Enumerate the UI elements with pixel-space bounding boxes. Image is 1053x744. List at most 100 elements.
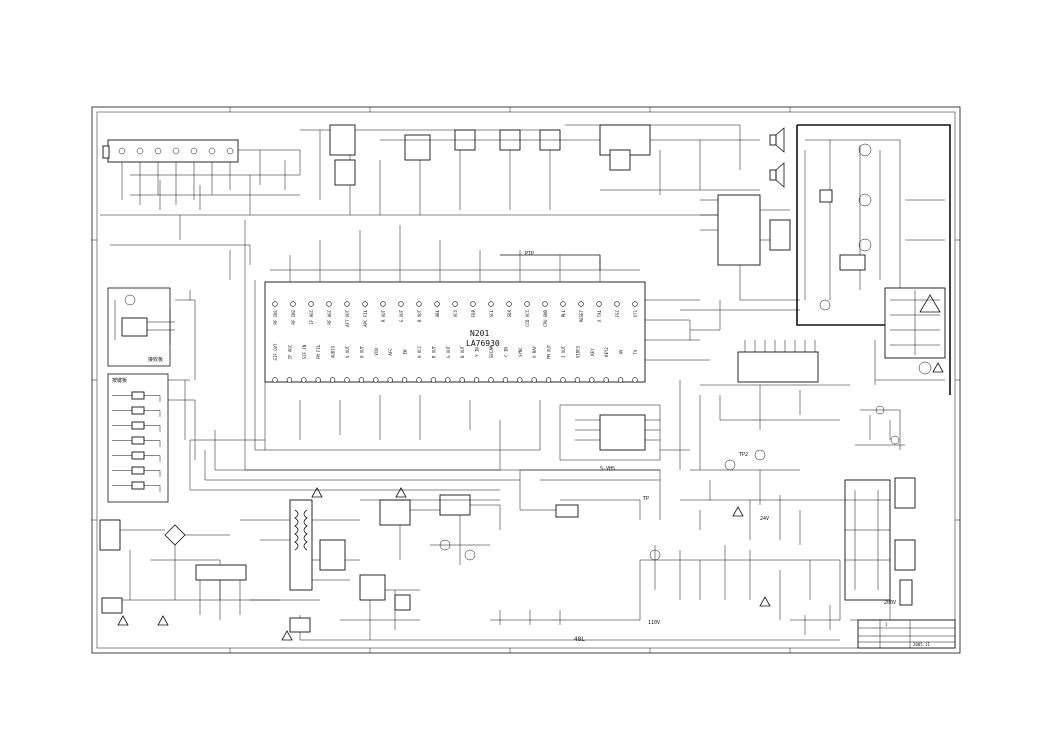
speaker-icon	[769, 127, 785, 188]
ic-pin-label: B OUT	[460, 345, 465, 358]
ic-pin-label: H OUT	[359, 345, 364, 358]
ic-pin-label: B OUT	[417, 309, 422, 322]
label-key-board: 按键板	[112, 377, 127, 384]
ic-pin	[560, 377, 566, 383]
ic-pin-label: C IN	[503, 347, 508, 357]
ic-pin	[362, 301, 368, 307]
ic-pin-label: IF AGC	[287, 344, 292, 359]
ic-pin-label: PLL	[561, 309, 566, 317]
title-block: 1 2005.11	[857, 619, 956, 649]
ic-pin	[387, 377, 393, 383]
ic-ref: N201	[470, 329, 489, 338]
ic-pin-label: Y IN	[475, 347, 480, 357]
receiver-board	[107, 287, 175, 367]
ic-pin	[574, 377, 581, 383]
ic-pin	[596, 301, 602, 307]
ic-pin	[632, 377, 638, 383]
warning-icon	[117, 362, 944, 641]
key-switch	[131, 421, 145, 430]
ic-pin	[578, 301, 584, 307]
ic-pin	[373, 377, 379, 383]
ic-pin	[315, 377, 321, 383]
key-board	[107, 373, 169, 503]
key-switch	[131, 466, 145, 475]
ic-pin-label: EW	[403, 349, 408, 354]
key-trace	[112, 470, 161, 477]
ic-pin-label: SCL	[489, 309, 494, 317]
ic-pin-label: APC FIL	[363, 309, 368, 326]
ic-pin-label: IF AGC	[309, 309, 314, 324]
ic-pin	[272, 377, 278, 383]
ic-pin	[459, 377, 465, 383]
key-trace	[112, 455, 161, 462]
ic-pin	[452, 301, 458, 307]
ic-pin-label: ABL	[435, 309, 440, 317]
key-trace	[112, 425, 161, 432]
label-pip: PIP	[525, 251, 534, 257]
ic-pin-label: X TAL	[597, 309, 602, 322]
ic-pin	[301, 377, 307, 383]
ic-pin	[380, 301, 386, 307]
ic-pin-label: AUDIO	[331, 345, 336, 358]
ic-pin-label: RF IN2	[291, 309, 296, 324]
ic-pin	[632, 301, 638, 307]
ic-pin-label: R OUT	[431, 345, 436, 358]
ic-pin	[416, 377, 422, 383]
ic-pin	[329, 377, 336, 383]
key-trace	[112, 485, 161, 492]
key-trace	[112, 395, 161, 402]
key-switch	[131, 451, 145, 460]
label-24v: 24V	[760, 516, 769, 522]
ic-pin-label: VIN	[374, 348, 379, 356]
ic-pin	[286, 377, 293, 383]
label-receiver-board: 接收板	[148, 356, 163, 363]
ic-pin	[308, 301, 314, 307]
ic-pin-label: G OUT	[399, 309, 404, 322]
label-svhs: S-VHS	[600, 466, 615, 472]
ic-pin-label: FM FIL	[316, 344, 321, 359]
ic-pin	[434, 301, 440, 307]
ic-pin	[416, 301, 422, 307]
ic-pin-label: VIDEO	[575, 345, 580, 358]
ic-pin	[617, 377, 624, 383]
title-date: 2005.11	[913, 642, 930, 647]
key-switch	[131, 391, 145, 400]
ic-pin	[290, 301, 296, 307]
crt-board	[796, 124, 951, 395]
power-supply	[99, 499, 360, 640]
ic-pin	[488, 301, 494, 307]
ic-wiring	[244, 220, 710, 471]
ic-pin-label: VCO	[453, 309, 458, 317]
ic-pin-label: AV	[619, 349, 624, 354]
driver-section	[340, 469, 660, 640]
ic-pin-label: SECAM	[489, 345, 494, 358]
key-trace	[112, 410, 161, 417]
top-wiring	[100, 124, 720, 280]
ic-pin-label: AFC	[388, 348, 393, 356]
ic-pin-label: FSC	[615, 309, 620, 317]
ic-pin	[614, 301, 620, 307]
ic-pin-label: RF IN1	[273, 309, 278, 324]
fuse-block	[555, 504, 579, 518]
ic-pin	[560, 301, 566, 307]
label-48l: 48L	[574, 636, 585, 643]
ic-pin-label: I OUT	[561, 345, 566, 358]
ic-pin	[326, 301, 332, 307]
key-switch	[131, 481, 145, 490]
ic-pin	[517, 377, 523, 383]
svhs-ic	[559, 404, 661, 461]
ic-pin	[344, 301, 350, 307]
ic-pin-label: KEY2	[604, 347, 609, 357]
ic-pin	[430, 377, 437, 383]
ic-pin-label: SYNC	[518, 347, 523, 357]
ic-pin-label: FBP	[471, 309, 476, 317]
ic-pin	[398, 301, 404, 307]
key-wiring	[168, 290, 265, 460]
frame-ticks	[92, 107, 960, 653]
ic-pin	[502, 377, 509, 383]
key-switch	[131, 406, 145, 415]
tuner	[102, 139, 239, 205]
title-rev: 1	[885, 622, 888, 627]
